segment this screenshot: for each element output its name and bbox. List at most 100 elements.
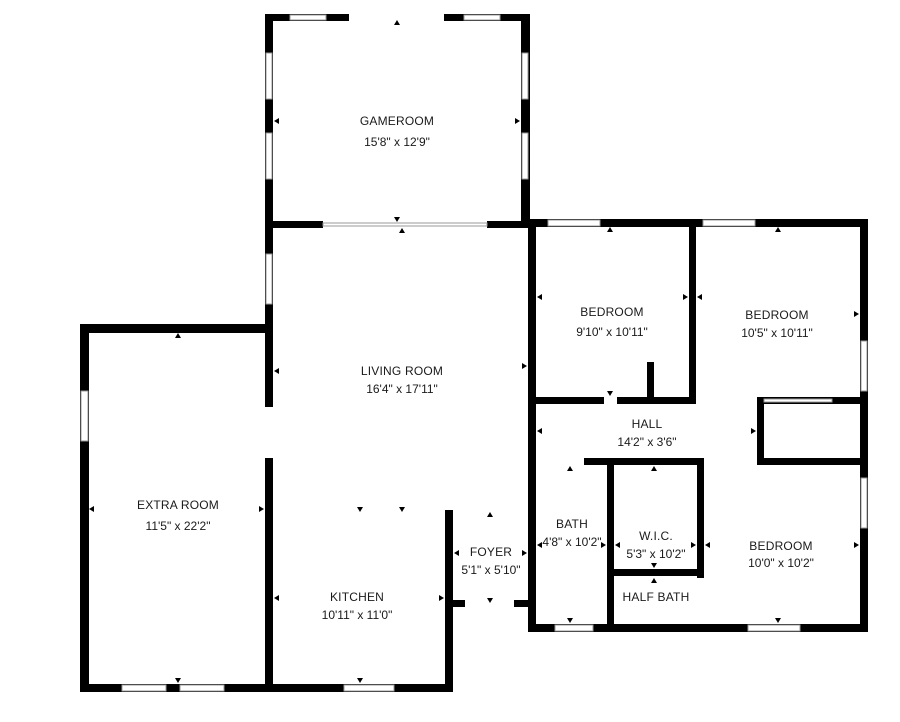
window-gameroom-left-lower (265, 132, 273, 180)
marker-bedroom-1-top (607, 227, 613, 232)
marker-living-bottom-right (399, 507, 405, 512)
marker-extra-right (259, 506, 264, 512)
bedroom-3-name: BEDROOM (749, 539, 812, 553)
hall-bottom-wall-right (757, 458, 868, 465)
marker-living-bottom-left (357, 507, 363, 512)
marker-foyer-top (487, 512, 493, 517)
window-extra-room-bottom-right (179, 684, 225, 692)
gameroom-dims: 15'8" x 12'9" (364, 135, 430, 149)
opening-gameroom-living (322, 222, 488, 227)
bedroom-1-name: BEDROOM (580, 305, 643, 319)
living-right-wall (528, 221, 536, 627)
extra-room-dims: 11'5" x 22'2" (146, 519, 211, 533)
bedroom-3-dims: 10'0" x 10'2" (748, 556, 814, 570)
bath-dims: 4'8" x 10'2" (542, 535, 601, 549)
east-wing-right-wall (860, 219, 868, 632)
bedroom-2-dims: 10'5" x 10'11" (741, 326, 813, 340)
linen-closet-left-wall (757, 397, 764, 465)
window-gameroom-right-upper (521, 52, 529, 100)
marker-gameroom-bottom (394, 217, 400, 222)
window-bath-bottom (554, 624, 594, 632)
bedroom-1-bottom-wall (528, 397, 604, 404)
extra-room-right-wall-lower (265, 458, 273, 692)
hall-name: HALL (632, 417, 663, 431)
marker-bedroom-1-right (683, 294, 688, 300)
gameroom-right-wall (521, 14, 530, 227)
marker-bedroom-1-left (537, 294, 542, 300)
living-room-dims: 16'4" x 17'11" (366, 382, 438, 396)
window-gameroom-left-upper (265, 52, 273, 100)
hall-dims: 14'2" x 3'6" (617, 435, 676, 449)
window-gameroom-right-lower (521, 132, 529, 180)
marker-bath-right (601, 542, 606, 548)
marker-foyer-bottom (487, 598, 493, 603)
marker-gameroom-left (274, 118, 279, 124)
bedroom-1-dims: 9'10" x 10'11" (576, 325, 648, 339)
kitchen-name: KITCHEN (330, 590, 384, 604)
gameroom-living-divider-left (265, 221, 323, 228)
bedroom-2-name: BEDROOM (745, 308, 808, 322)
marker-bath-left (537, 542, 542, 548)
marker-hall-left (537, 428, 542, 434)
marker-living-right (522, 363, 527, 369)
east-wing-top-wall (528, 219, 868, 227)
extra-room-left-wall (80, 324, 89, 692)
marker-halfbath-top (651, 578, 657, 583)
bath-wic-divider (607, 458, 614, 632)
marker-gameroom-right (515, 118, 520, 124)
window-extra-room-bottom-left (121, 684, 167, 692)
marker-hall-right (751, 428, 756, 434)
window-bedroom-2-top (702, 219, 756, 227)
marker-bedroom-2-top (775, 227, 781, 232)
marker-hall-bottom (651, 459, 657, 464)
extra-room-name: EXTRA ROOM (137, 498, 219, 512)
marker-wic-right (691, 542, 696, 548)
window-gameroom-top-left (289, 14, 327, 21)
bath-name: BATH (556, 517, 588, 531)
marker-extra-top (175, 333, 181, 338)
windows (80, 14, 868, 692)
marker-foyer-left (454, 550, 459, 556)
marker-wic-left (615, 542, 620, 548)
window-gameroom-top-right (463, 14, 501, 21)
wic-name: W.I.C. (639, 529, 673, 543)
gameroom-living-divider-right (487, 221, 530, 228)
marker-gameroom-top (394, 20, 400, 25)
marker-extra-left (89, 506, 94, 512)
living-room-name: LIVING ROOM (361, 364, 443, 378)
foyer-dims: 5'1" x 5'10" (461, 563, 520, 577)
window-bedroom-3-right (860, 477, 868, 529)
wic-right-wall (697, 458, 704, 578)
direction-markers (89, 20, 859, 683)
marker-bedroom-3-left (705, 542, 710, 548)
window-living-left (265, 253, 273, 305)
marker-kitchen-right (439, 595, 444, 601)
extra-room-top-wall (80, 324, 273, 333)
opening-hall-linen (763, 398, 833, 403)
bedroom-divider-wall (689, 219, 696, 404)
opening-extra-room-left (80, 390, 89, 442)
wic-bottom-wall (607, 569, 704, 576)
window-bedroom-2-right (860, 340, 868, 392)
foyer-door-stub (445, 600, 465, 607)
marker-bedroom-1-bottom (607, 391, 613, 396)
hall-bottom-wall-mid (584, 458, 704, 465)
marker-kitchen-left (274, 595, 279, 601)
foyer-name: FOYER (470, 545, 512, 559)
marker-living-left (274, 368, 279, 374)
bottom-wall-main (80, 684, 453, 692)
marker-wic-bottom (651, 563, 657, 568)
window-bedroom-3-bottom (747, 624, 801, 632)
marker-kitchen-bottom (357, 678, 363, 683)
marker-bedroom-2-left (697, 294, 702, 300)
marker-bedroom-2-right (854, 311, 859, 317)
marker-living-top (399, 228, 405, 233)
bedroom-1-bottom-wall-right (617, 397, 696, 404)
closet-stub-wall (647, 362, 654, 404)
half-bath-name: HALF BATH (623, 590, 690, 604)
walls (80, 14, 868, 692)
window-bedroom-1-top (547, 219, 601, 227)
east-wing-bottom-wall (528, 624, 868, 632)
gameroom-name: GAMEROOM (360, 114, 434, 128)
